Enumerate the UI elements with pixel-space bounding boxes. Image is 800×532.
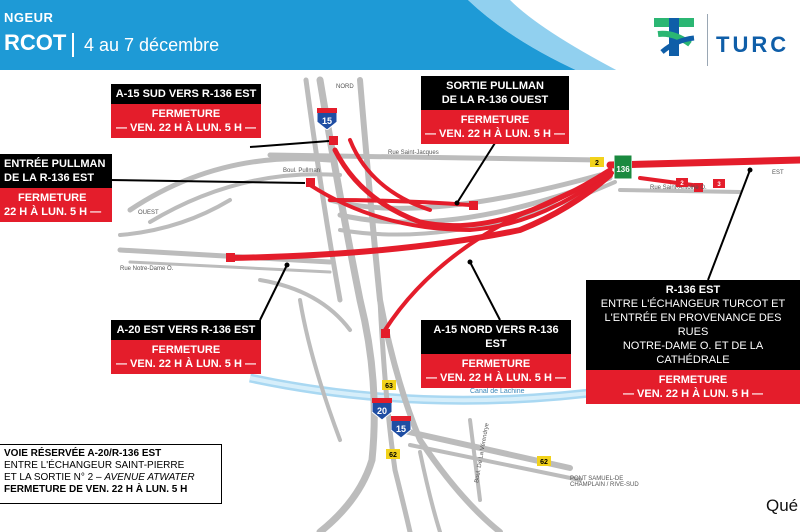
exit-63-badge: 63 <box>382 377 396 395</box>
callout-a15-sud-status: FERMETURE <box>151 108 221 120</box>
a15-nord-closure <box>383 171 614 332</box>
svg-text:3: 3 <box>717 182 721 188</box>
callout-r136-est-time: — VEN. 22 H À LUN. 5 H — <box>623 388 763 400</box>
svg-text:20: 20 <box>377 406 387 416</box>
notice-line-1: VOIE RÉSERVÉE A-20/R-136 EST <box>4 448 162 459</box>
header-title: RCOT <box>4 30 67 55</box>
leader-lines <box>109 140 751 321</box>
r136-est-closure <box>606 156 800 169</box>
a20-est-closure <box>227 172 613 261</box>
callout-sortie-pullman-title2: DE LA R-136 OUEST <box>441 94 549 106</box>
callout-a15-nord-time: — VEN. 22 H À LUN. 5 H — <box>426 372 566 384</box>
svg-text:2: 2 <box>680 181 684 187</box>
header-banner: NGEUR RCOT 4 au 7 décembre TURC <box>0 0 800 72</box>
north-label: NORD <box>336 84 354 90</box>
svg-text:136: 136 <box>616 165 630 174</box>
notice-line-2: ENTRE L'ÉCHANGEUR SAINT-PIERRE <box>4 460 185 471</box>
notice-line-4: FERMETURE DE VEN. 22 H À LUN. 5 H <box>4 484 188 495</box>
callout-r136-est-status: FERMETURE <box>658 374 728 386</box>
canal-label: Canal de Lachine <box>470 388 525 395</box>
header-subtitle: NGEUR <box>4 10 54 25</box>
callout-a20-est-title: A-20 EST VERS R-136 EST <box>111 320 261 340</box>
svg-text:62: 62 <box>540 459 548 466</box>
callout-a15-nord-title: A-15 NORD VERS R-136 EST <box>421 320 571 354</box>
callout-r136-est-title3: L'ENTRÉE EN PROVENANCE DES RUES <box>604 312 782 338</box>
svg-text:15: 15 <box>322 116 332 126</box>
closure-markers <box>226 136 703 338</box>
callout-a20-est-status: FERMETURE <box>151 344 221 356</box>
pont-champlain-label: PONT SAMUEL-DE CHAMPLAIN / RIVE-SUD <box>570 476 639 488</box>
exit-2-small-badge: 2 <box>676 174 688 192</box>
sortie-pullman-closure <box>328 198 472 207</box>
entree-pullman-closure <box>308 170 612 233</box>
boul-pullman-label: Boul. Pullman <box>283 168 321 174</box>
a15-shield-north: 15 <box>316 108 338 135</box>
callout-r136-est-title2: ENTRE L'ÉCHANGEUR TURCOT ET <box>600 298 786 310</box>
callout-a20-est-time: — VEN. 22 H À LUN. 5 H — <box>116 358 256 370</box>
rue-saint-jacques-label: Rue Saint-Jacques <box>388 150 439 156</box>
header-separator <box>72 33 74 57</box>
svg-text:15: 15 <box>396 424 406 434</box>
callout-a20-est: A-20 EST VERS R-136 EST FERMETURE — VEN. … <box>111 320 261 374</box>
callout-entree-pullman: ENTRÉE PULLMAN DE LA R-136 EST FERMETURE 2… <box>0 154 112 222</box>
road-network <box>117 76 742 532</box>
header-dates: 4 au 7 décembre <box>84 35 220 55</box>
callout-sortie-pullman-time: — VEN. 22 H À LUN. 5 H — <box>425 128 565 140</box>
west-label: OUEST <box>138 210 159 216</box>
rue-saint-antoine-label: Rue Saint-Antoine O. <box>650 185 707 191</box>
callout-a15-nord: A-15 NORD VERS R-136 EST FERMETURE — VEN.… <box>421 320 571 388</box>
east-label: EST <box>772 170 784 176</box>
callout-sortie-pullman: SORTIE PULLMAN DE LA R-136 OUEST FERMETUR… <box>421 76 569 144</box>
exit-62-badge: 62 <box>386 446 400 464</box>
turcot-logo-icon <box>654 18 695 56</box>
exit-62-badge-east: 62 <box>537 453 551 471</box>
logo-divider <box>707 14 708 66</box>
callout-a15-nord-status: FERMETURE <box>461 358 531 370</box>
callout-entree-pullman-title2: DE LA R-136 EST <box>4 172 95 184</box>
callout-entree-pullman-title1: ENTRÉE PULLMAN <box>4 158 106 170</box>
notice-line-3b: AVENUE ATWATER <box>104 472 195 483</box>
callout-r136-est-title1: R-136 EST <box>665 284 721 296</box>
callout-r136-est-title4: NOTRE-DAME O. ET DE LA CATHÉDRALE <box>622 340 764 366</box>
rue-notre-dame-label: Rue Notre-Dame O. <box>120 266 174 272</box>
callout-sortie-pullman-status: FERMETURE <box>460 114 530 126</box>
svg-text:62: 62 <box>389 452 397 459</box>
callout-a15-sud-title: A-15 SUD VERS R-136 EST <box>111 84 261 104</box>
exit-3-badge: 3 <box>713 175 725 193</box>
svg-text:63: 63 <box>385 383 393 390</box>
svg-text:2: 2 <box>595 160 599 167</box>
exit-2-badge: 2 <box>590 154 604 172</box>
a20-shield: 20 <box>371 398 393 425</box>
callout-a15-sud-time: — VEN. 22 H À LUN. 5 H — <box>116 122 256 134</box>
quebec-wordmark: Qué <box>766 496 799 515</box>
notice-line-3a: ET LA SORTIE N° 2 – <box>4 472 105 483</box>
logo-wordmark: TURC <box>716 32 790 57</box>
reserved-lane-notice: VOIE RÉSERVÉE A-20/R-136 EST ENTRE L'ÉCH… <box>0 444 222 504</box>
header-background <box>0 0 800 72</box>
a15-shield-south: 15 <box>390 416 412 443</box>
callout-r136-est: R-136 EST ENTRE L'ÉCHANGEUR TURCOT ET L'EN… <box>586 280 800 404</box>
r136-shield: 136 <box>613 154 633 184</box>
callout-entree-pullman-time: 22 H À LUN. 5 H — <box>4 206 102 218</box>
notice-line-3: ET LA SORTIE N° 2 – AVENUE ATWATER <box>4 472 221 484</box>
callout-a15-sud: A-15 SUD VERS R-136 EST FERMETURE — VEN. … <box>111 84 261 138</box>
closed-roads <box>227 138 800 332</box>
callout-entree-pullman-status: FERMETURE <box>18 192 87 204</box>
callout-sortie-pullman-title1: SORTIE PULLMAN <box>446 80 544 92</box>
